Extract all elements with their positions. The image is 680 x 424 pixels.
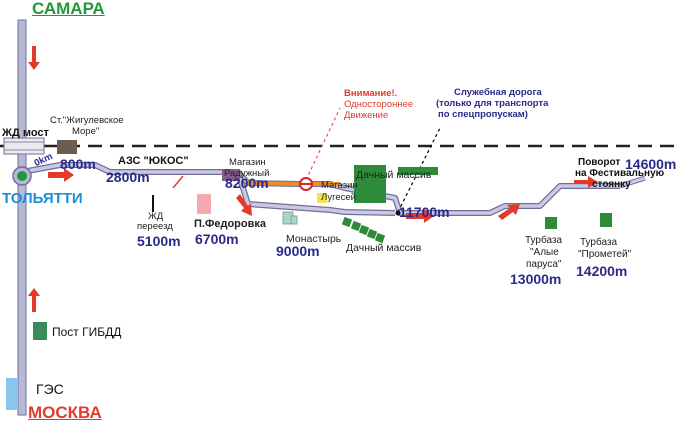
- km-8200: 8200m: [225, 175, 269, 191]
- label-zhd-most: ЖД мост: [2, 127, 49, 139]
- dacha-block-strip: [398, 167, 438, 175]
- railway-bridge: [3, 137, 45, 155]
- city-moskva: МОСКВА: [28, 403, 102, 422]
- arrow-down-icon: [28, 46, 40, 70]
- arrow-up-icon: [28, 288, 40, 312]
- label-fedorovka: П.Федоровка: [194, 218, 266, 230]
- no-entry-sign-icon: [299, 177, 313, 191]
- label-turbaza-2-line-1: Турбаза: [580, 237, 618, 248]
- km-13000: 13000m: [510, 271, 562, 287]
- km-14200: 14200m: [576, 263, 628, 279]
- label-turn-3: стоянку: [592, 179, 631, 190]
- label-crossing-1: ЖД: [148, 211, 164, 222]
- label-turbaza-2-line-2: "Прометей": [578, 249, 632, 260]
- label-store-lugesey-1: Магазин: [321, 180, 358, 191]
- dacha-tiles: [341, 216, 386, 244]
- km-11700: 11700m: [399, 204, 450, 220]
- arrow-right-icon: [406, 209, 434, 223]
- arrow-down-right-icon: [236, 194, 252, 216]
- warning-title: Внимание!.: [344, 88, 398, 99]
- main-highway: [17, 19, 27, 416]
- km-5100: 5100m: [137, 233, 181, 249]
- km-800: 800m: [60, 156, 96, 172]
- gibdd-post-marker: [33, 322, 47, 340]
- arrow-right-icon: [48, 168, 74, 182]
- label-station-2: Море": [72, 126, 100, 137]
- label-store-raduzhny-2: Радужный: [224, 168, 270, 179]
- city-tolyatti: ТОЛЬЯТТИ: [2, 190, 83, 207]
- lugesey-store-marker: [317, 193, 327, 203]
- warning-line-1: Одностороннее: [344, 99, 414, 110]
- service-road-line-2: (только для транспорта: [436, 98, 549, 109]
- warning-pointer: [305, 107, 341, 181]
- km-11700-point: [395, 210, 401, 216]
- label-station-1: Ст."Жигулевское: [50, 115, 124, 126]
- label-azs: АЗС "ЮКОС": [118, 155, 189, 167]
- city-samara: САМАРА: [32, 0, 105, 18]
- turbaza-prometey-marker: [600, 213, 612, 227]
- azs-pointer: [172, 175, 184, 189]
- fedorovka-marker: [197, 194, 211, 214]
- arrow-right-icon: [574, 176, 598, 188]
- label-ges: ГЭС: [36, 381, 64, 397]
- station-building: [57, 140, 77, 154]
- label-turn-1: Поворот: [578, 157, 621, 168]
- km-2800: 2800m: [106, 169, 150, 185]
- service-road-title: Служебная дорога: [454, 87, 542, 98]
- label-turn-2: на Фестивальную: [575, 168, 665, 179]
- direction-arrows: [28, 46, 598, 312]
- km-9000: 9000m: [276, 243, 320, 259]
- label-crossing-2: переезд: [137, 221, 173, 232]
- label-turbaza-1-line-2: "Алые: [530, 247, 559, 258]
- turbaza-alye-parusa-marker: [545, 217, 557, 229]
- label-turbaza-1-line-3: паруса": [526, 259, 562, 270]
- label-store-raduzhny-1: Магазин: [229, 157, 266, 168]
- km-14600: 14600m: [625, 156, 677, 172]
- ges-marker: [6, 378, 18, 410]
- label-monastery: Монастырь: [286, 233, 342, 245]
- label-dacha-2: Дачный массив: [346, 242, 422, 254]
- label-dacha-1: Дачный массив: [356, 169, 432, 181]
- dacha-block-large: [354, 165, 386, 203]
- label-store-lugesey-2: Лугесей: [321, 192, 356, 203]
- raduzhny-store-marker: [222, 169, 240, 181]
- arrow-up-right-icon: [498, 204, 520, 220]
- tolyatti-roundabout: [12, 166, 32, 186]
- label-turbaza-1-line-1: Турбаза: [525, 235, 563, 246]
- warning-line-2: Движение: [344, 110, 389, 121]
- label-gibdd: Пост ГИБДД: [52, 325, 122, 339]
- service-road-line-3: по спецпропускам): [438, 109, 528, 120]
- km-6700: 6700m: [195, 231, 239, 247]
- monastery-icon: [282, 211, 298, 225]
- service-road: [397, 127, 441, 213]
